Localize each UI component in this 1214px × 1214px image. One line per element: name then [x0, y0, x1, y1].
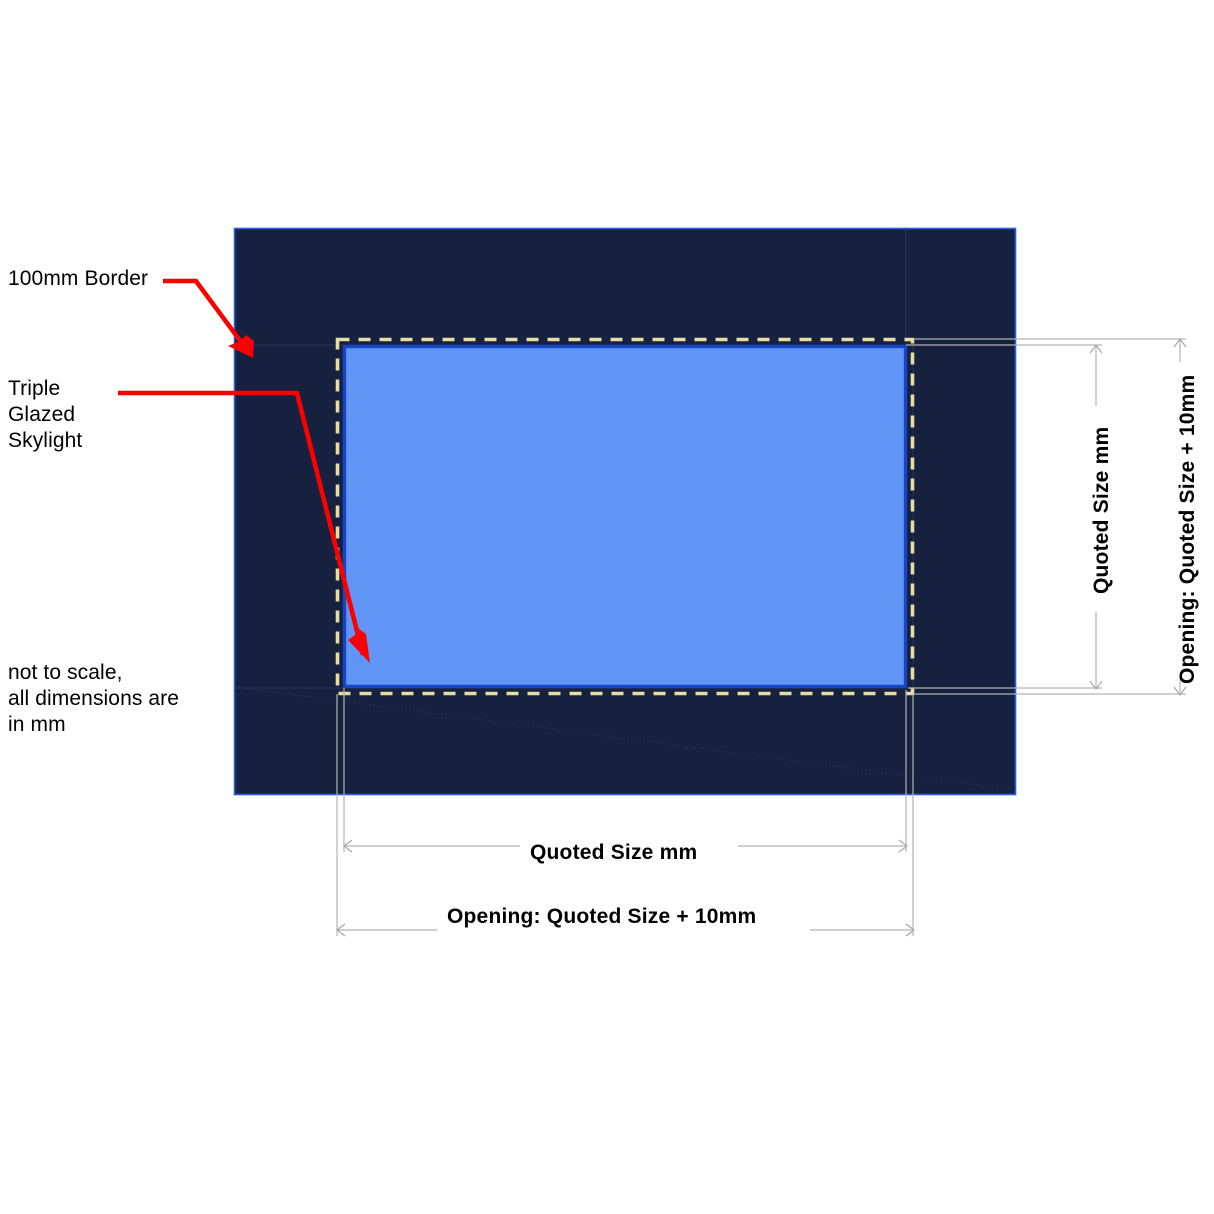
right-dimension-lines — [906, 338, 1186, 695]
skylight-annotation-label: Triple Glazed Skylight — [8, 377, 83, 452]
right-dimension-arrowheads — [1089, 338, 1187, 696]
leader-skylight-line — [118, 390, 366, 656]
opening-dashed-outline — [335, 337, 915, 696]
leader-arrowheads — [228, 335, 370, 663]
bottom-inner-dimension-label: Quoted Size mm — [530, 841, 698, 864]
right-outer-dimension-label: Opening: Quoted Size + 10mm — [1176, 374, 1199, 684]
bottom-dimension-arrowheads — [336, 839, 915, 937]
leader-lines — [118, 278, 366, 656]
border-annotation-label: 100mm Border — [8, 267, 149, 290]
leader-border-arrowhead — [228, 335, 254, 358]
glass-panel — [342, 344, 908, 689]
leader-skylight-arrowhead — [348, 629, 370, 663]
leader-border-line — [163, 278, 249, 352]
scale-note: not to scale, all dimensions are in mm — [8, 661, 180, 736]
bottom-outer-dimension-label: Opening: Quoted Size + 10mm — [447, 905, 757, 928]
right-inner-dimension-label: Quoted Size mm — [1090, 426, 1113, 594]
bottom-dimension-lines — [336, 688, 914, 936]
